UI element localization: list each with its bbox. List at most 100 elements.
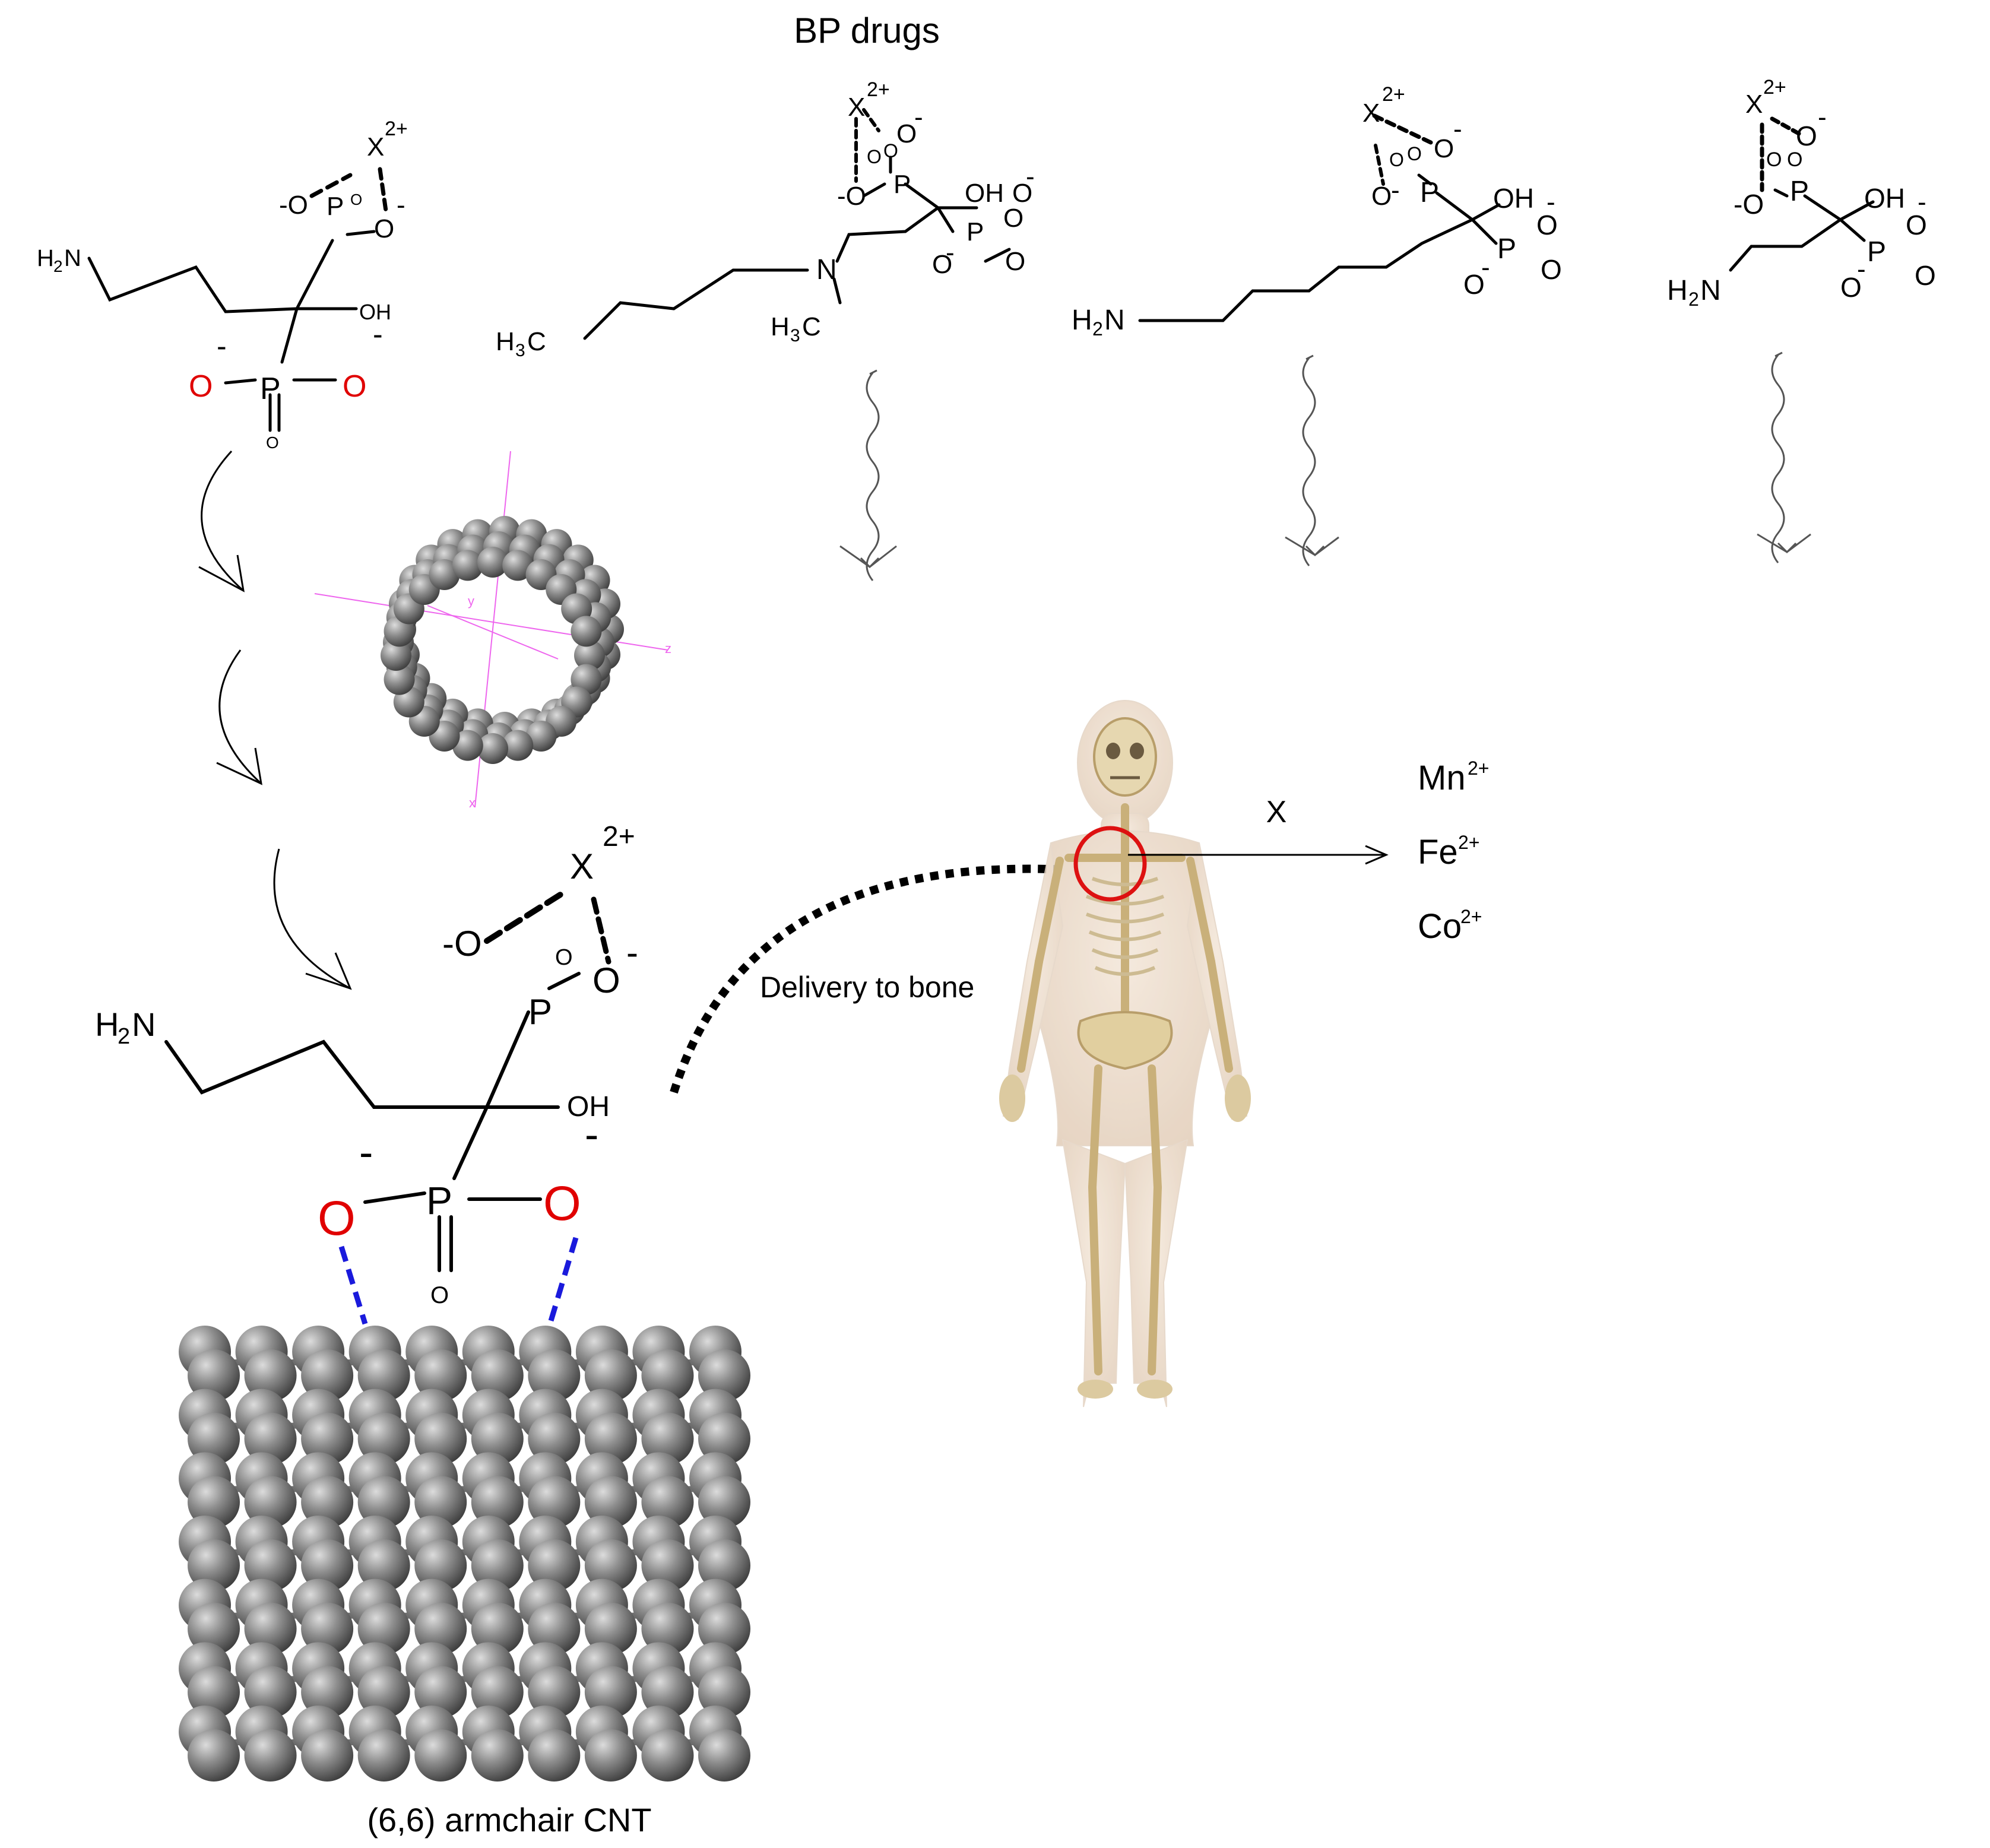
svg-text:O: O bbox=[1766, 148, 1782, 171]
cnt-ring-end-view bbox=[381, 516, 624, 764]
chest-highlight-circle bbox=[1073, 826, 1147, 902]
carbon-atom bbox=[528, 1539, 581, 1592]
svg-text:X: X bbox=[570, 847, 594, 886]
molecule-alendronate-large bbox=[164, 887, 611, 1272]
carbon-atom bbox=[584, 1349, 637, 1402]
molecule-ibandronate bbox=[583, 108, 1011, 340]
carbon-atom bbox=[502, 730, 534, 761]
ion-list: Mn 2+ Fe 2+ Co 2+ bbox=[1418, 757, 1489, 946]
carbon-atom bbox=[301, 1539, 354, 1592]
carbon-atom bbox=[471, 1602, 524, 1655]
carbon-atom bbox=[525, 720, 557, 752]
svg-text:-: - bbox=[397, 191, 405, 220]
carbon-atom bbox=[414, 1666, 467, 1719]
svg-text:-: - bbox=[217, 329, 227, 363]
svg-text:N: N bbox=[1700, 275, 1721, 306]
carbon-atom bbox=[301, 1666, 354, 1719]
svg-text:2: 2 bbox=[1688, 289, 1699, 310]
svg-text:P: P bbox=[426, 1178, 452, 1222]
svg-text:2+: 2+ bbox=[385, 118, 408, 140]
svg-text:2: 2 bbox=[118, 1024, 130, 1049]
svg-text:OH: OH bbox=[965, 179, 1004, 208]
svg-text:O: O bbox=[1434, 134, 1454, 163]
molecule-alendronate-small bbox=[87, 167, 388, 432]
svg-text:-: - bbox=[914, 103, 923, 132]
svg-text:O: O bbox=[1906, 210, 1927, 240]
svg-text:OH: OH bbox=[567, 1091, 610, 1123]
carbon-atom bbox=[584, 1666, 637, 1719]
carbon-atom bbox=[244, 1602, 297, 1655]
svg-text:O: O bbox=[1840, 272, 1862, 303]
svg-text:O: O bbox=[1371, 182, 1392, 211]
svg-text:O: O bbox=[555, 945, 573, 970]
svg-text:O: O bbox=[543, 1177, 581, 1231]
molecule-alendronate-small-labels: H 2 N OH X 2+ -O P O O - - - O P O O bbox=[37, 118, 408, 452]
hbond-dashes bbox=[338, 1237, 579, 1328]
carbon-atom bbox=[357, 1539, 410, 1592]
carbon-atom bbox=[301, 1602, 354, 1655]
svg-text:-: - bbox=[1453, 115, 1462, 144]
svg-text:-: - bbox=[373, 318, 383, 351]
carbon-atom bbox=[244, 1539, 297, 1592]
carbon-atom bbox=[357, 1476, 410, 1529]
svg-text:P: P bbox=[327, 192, 344, 221]
carbon-atom bbox=[471, 1412, 524, 1465]
carbon-atom bbox=[584, 1476, 637, 1529]
curved-arrow-icon bbox=[216, 649, 262, 785]
cnt-caption: (6,6) armchair CNT bbox=[367, 1801, 651, 1839]
ion-item-co: Co 2+ bbox=[1418, 906, 1482, 946]
carbon-atom bbox=[188, 1412, 240, 1465]
carbon-atom bbox=[574, 640, 605, 671]
carbon-atom bbox=[414, 1476, 467, 1529]
svg-text:-: - bbox=[1857, 255, 1866, 284]
svg-text:O: O bbox=[883, 140, 898, 161]
carbon-atom bbox=[414, 1729, 467, 1782]
carbon-atom bbox=[357, 1729, 410, 1782]
svg-text:2+: 2+ bbox=[1460, 906, 1482, 927]
svg-text:Co: Co bbox=[1418, 907, 1462, 946]
svg-text:-O: -O bbox=[837, 182, 866, 211]
molecule-ibandronate-labels: X 2+ O - O O -O P OH O - P O O - O N H 3… bbox=[496, 78, 1035, 360]
svg-text:-: - bbox=[626, 933, 638, 972]
carbon-atom bbox=[641, 1666, 694, 1719]
svg-text:-: - bbox=[946, 238, 955, 267]
carbon-atom bbox=[698, 1539, 750, 1592]
ion-item-fe: Fe 2+ bbox=[1418, 832, 1479, 871]
carbon-atom bbox=[528, 1666, 581, 1719]
carbon-atom bbox=[188, 1349, 240, 1402]
carbon-atom bbox=[477, 733, 508, 764]
svg-text:X: X bbox=[1745, 90, 1763, 119]
svg-text:O: O bbox=[266, 433, 279, 452]
carbon-atom bbox=[571, 616, 602, 647]
svg-text:N: N bbox=[64, 245, 81, 271]
carbon-atom bbox=[301, 1729, 354, 1782]
carbon-atom bbox=[414, 1539, 467, 1592]
delivery-arc bbox=[670, 864, 1066, 1094]
svg-text:O: O bbox=[343, 369, 366, 404]
carbon-atom bbox=[301, 1349, 354, 1402]
carbon-atom bbox=[641, 1349, 694, 1402]
carbon-atom bbox=[301, 1476, 354, 1529]
svg-text:O: O bbox=[592, 961, 620, 1000]
cnt-ring-axis-labels: x y z bbox=[468, 594, 671, 810]
molecule-bp-4 bbox=[1729, 116, 1875, 272]
carbon-atom bbox=[244, 1666, 297, 1719]
svg-text:O: O bbox=[867, 146, 882, 167]
svg-text:y: y bbox=[468, 594, 474, 608]
curved-arrow-icon bbox=[273, 848, 352, 990]
carbon-atom bbox=[641, 1602, 694, 1655]
svg-text:O: O bbox=[1536, 210, 1558, 240]
svg-text:-: - bbox=[1481, 253, 1490, 282]
svg-text:OH: OH bbox=[1493, 183, 1534, 214]
svg-text:O: O bbox=[1005, 247, 1025, 276]
svg-text:OH: OH bbox=[359, 300, 391, 324]
molecule-bp-3 bbox=[1138, 113, 1501, 322]
carbon-atom bbox=[188, 1729, 240, 1782]
carbon-atom bbox=[698, 1666, 750, 1719]
svg-text:O: O bbox=[350, 191, 362, 208]
carbon-atom bbox=[698, 1412, 750, 1465]
svg-text:X: X bbox=[848, 93, 865, 122]
svg-text:2+: 2+ bbox=[1763, 76, 1786, 99]
svg-text:-: - bbox=[1818, 103, 1827, 132]
carbon-atom bbox=[414, 1602, 467, 1655]
